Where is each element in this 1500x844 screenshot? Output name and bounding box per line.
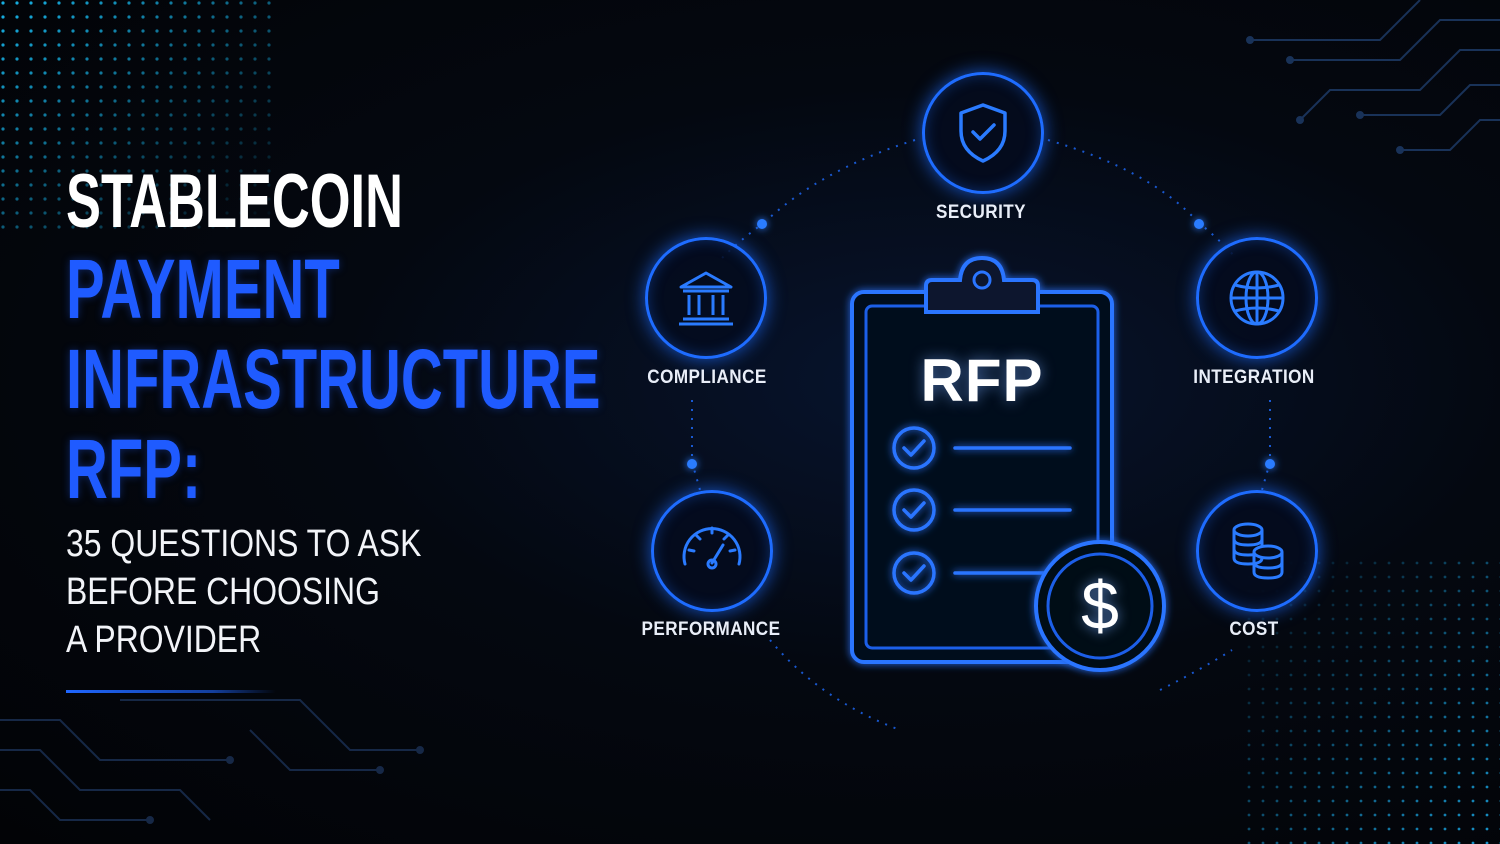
globe-icon [1229,270,1285,326]
clipboard-label: RFP [920,347,1044,414]
node-performance-label: PERFORMANCE [641,619,781,640]
node-security-label: SECURITY [935,202,1027,223]
node-cost [1196,490,1318,612]
headline-line-4: RFP: [66,422,202,516]
orbit-path [691,139,1271,731]
clipboard-clip [924,255,1040,314]
subheadline-line-2: BEFORE CHOOSING [66,571,380,613]
node-compliance [645,237,767,359]
node-compliance-label: COMPLIANCE [647,367,767,388]
headline-line-3: INFRASTRUCTURE [66,332,601,426]
node-integration-label: INTEGRATION [1193,367,1315,388]
node-integration [1196,237,1318,359]
headline-line-2: PAYMENT [66,242,340,336]
circuit-traces-top-right [1246,0,1500,154]
dot-grid-bottom-right [1240,560,1500,844]
node-cost-label: COST [1229,619,1279,640]
circuit-traces-bottom-left [0,699,424,824]
headline: STABLECOIN PAYMENT INFRASTRUCTURE RFP: [66,159,626,516]
subheadline-line-3: A PROVIDER [66,619,262,661]
checklist-item [892,551,1052,595]
accent-underline [66,690,276,693]
checklist-item [892,488,1072,532]
checklist [892,426,1072,595]
dollar-sign: $ [1081,568,1119,644]
headline-line-1: STABLECOIN [66,159,403,244]
subheadline-line-1: 35 QUESTIONS TO ASK [66,523,422,565]
checklist-item [892,426,1072,470]
dot-grid-top-left [0,0,280,230]
dollar-badge [1034,540,1166,672]
orbit-junction-dots [687,219,1275,469]
shield-check-icon [959,103,1007,163]
subheadline: 35 QUESTIONS TO ASK BEFORE CHOOSING A PR… [66,520,489,664]
node-performance [651,490,773,612]
node-security [922,72,1044,194]
bank-icon [679,271,733,326]
coins-icon [1232,522,1284,580]
speedometer-icon [682,526,742,570]
